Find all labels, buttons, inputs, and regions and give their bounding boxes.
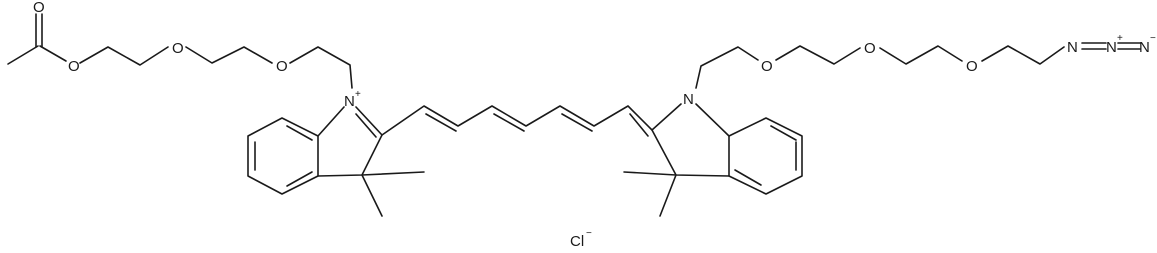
- atom-azide-n2-charge: +: [1117, 33, 1123, 44]
- bond-right-benzene-inner-a: [770, 125, 797, 141]
- atom-labels: O O O O N + N O O O N N + N −: [33, 0, 1156, 110]
- bond-polymethine-double-1: [425, 113, 457, 132]
- atom-o-ether-2: O: [276, 58, 288, 75]
- atom-azide-n3-charge: −: [1150, 33, 1156, 44]
- atom-o-ester: O: [68, 58, 80, 75]
- bond-carbonyl-ester-o: [39, 45, 67, 62]
- atom-o-ether-3: O: [761, 58, 773, 75]
- bond-polymethine-double-2: [493, 113, 525, 132]
- bond-polymethine-double-3: [561, 113, 593, 132]
- bond-left-dimethyl: [361, 171, 425, 217]
- atom-azide-n1: N: [1067, 39, 1078, 56]
- counter-ion-symbol: Cl: [570, 233, 584, 250]
- bond-polymethine-double-4: [629, 113, 649, 137]
- atom-o-ether-1: O: [172, 40, 184, 57]
- bond-peg-left-chain: [79, 46, 353, 89]
- bond-polymethine-chain: [381, 105, 653, 136]
- bond-skeleton: [7, 13, 1141, 217]
- counter-ion: Cl −: [570, 228, 592, 250]
- bond-left-cn-double: [355, 113, 377, 138]
- bond-left-pyrrole-ring: [317, 106, 383, 177]
- atom-o-carbonyl: O: [33, 0, 45, 16]
- atom-n-plus: N: [344, 93, 355, 110]
- bond-methyl-carbonyl: [7, 45, 39, 65]
- atom-o-ether-4: O: [864, 40, 876, 57]
- bond-left-benzene-inner-b: [286, 125, 313, 141]
- bond-right-benzene-ring: [728, 117, 803, 195]
- atom-n-plus-charge: +: [355, 89, 361, 100]
- bond-right-benzene-inner-c: [734, 169, 762, 186]
- bond-left-benzene-inner-c: [286, 171, 313, 187]
- bond-left-benzene-ring: [247, 117, 319, 195]
- bond-right-pyrrole-ring: [651, 103, 730, 177]
- atom-n-neutral: N: [683, 91, 694, 108]
- atom-azide-n3: N: [1139, 39, 1150, 56]
- bond-peg-right-chain: [695, 45, 1065, 89]
- atom-azide-n2: N: [1106, 39, 1117, 56]
- bond-right-dimethyl: [623, 171, 677, 217]
- counter-ion-charge: −: [586, 228, 592, 239]
- atom-o-ether-5: O: [966, 58, 978, 75]
